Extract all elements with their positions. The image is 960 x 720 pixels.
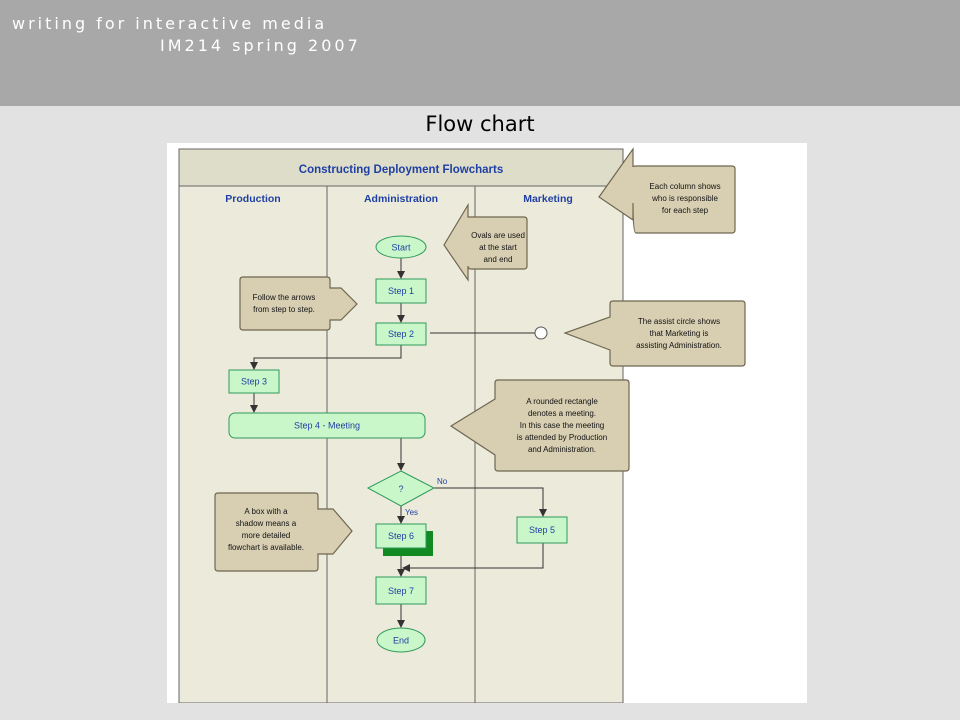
callout-meeting-line: In this case the meeting xyxy=(520,421,605,430)
callout-shadow xyxy=(214,492,353,572)
decision-label: ? xyxy=(398,484,403,494)
callout-assist-line: assisting Administration. xyxy=(636,341,722,350)
callout-meeting-line: A rounded rectangle xyxy=(526,397,598,406)
course-code-term: IM214 spring 2007 xyxy=(160,36,361,55)
diagram-title-bar xyxy=(178,148,624,187)
step7-label: Step 7 xyxy=(388,586,414,596)
arrow-decision-no-to-step5 xyxy=(434,487,547,517)
assist-circle xyxy=(534,326,548,340)
edge-label-no: No xyxy=(437,477,448,486)
lane-header-administration: Administration xyxy=(364,193,438,205)
callout-shadow-line: flowchart is available. xyxy=(228,543,304,552)
callout-arrows-line: Follow the arrows xyxy=(253,293,316,302)
edge-label-yes: Yes xyxy=(405,508,418,517)
lane-header-marketing: Marketing xyxy=(523,193,573,205)
step5-label: Step 5 xyxy=(529,525,555,535)
callout-shadow-line: A box with a xyxy=(244,507,288,516)
flowchart-panel: Constructing Deployment Flowcharts Produ… xyxy=(167,143,807,703)
callout-meeting-line: is attended by Production xyxy=(517,433,607,442)
end-label: End xyxy=(393,636,409,646)
callout-columns-line: for each step xyxy=(662,206,709,215)
callout-shadow-line: shadow means a xyxy=(236,519,297,528)
step6-box xyxy=(375,523,427,549)
callout-ovals-line: and end xyxy=(484,255,513,264)
course-title: writing for interactive media xyxy=(12,14,328,33)
arrow-step5-to-step7 xyxy=(402,543,544,572)
callout-arrows-line: from step to step. xyxy=(253,305,315,314)
callout-meeting xyxy=(449,379,630,472)
callout-columns xyxy=(598,147,736,234)
step1-label: Step 1 xyxy=(388,286,414,296)
callout-meeting-line: and Administration. xyxy=(528,445,596,454)
callout-ovals-line: Ovals are used xyxy=(471,231,525,240)
callout-meeting-line: denotes a meeting. xyxy=(528,409,596,418)
deployment-flowchart: Constructing Deployment Flowcharts Produ… xyxy=(178,147,746,703)
diagram-title: Constructing Deployment Flowcharts xyxy=(299,164,503,176)
slide-header-banner: writing for interactive media IM214 spri… xyxy=(0,0,960,106)
step2-box xyxy=(375,322,427,346)
lane-header-production: Production xyxy=(225,193,280,205)
callout-ovals xyxy=(443,202,528,282)
step1-box xyxy=(375,278,427,304)
callout-shadow-line: more detailed xyxy=(242,531,290,540)
step4-label: Step 4 - Meeting xyxy=(294,421,360,431)
callout-ovals-line: at the start xyxy=(479,243,518,252)
step3-label: Step 3 xyxy=(241,377,267,387)
step3-box xyxy=(228,369,280,394)
callout-columns-line: who is responsible xyxy=(651,194,718,203)
step5-box xyxy=(516,516,568,544)
callout-assist xyxy=(563,300,746,367)
step6-label: Step 6 xyxy=(388,531,414,541)
start-label: Start xyxy=(391,243,411,253)
callout-arrows xyxy=(239,276,358,331)
step7-box xyxy=(375,576,427,605)
slide-title: Flow chart xyxy=(425,112,535,136)
start-oval xyxy=(375,235,427,259)
callout-columns-line: Each column shows xyxy=(649,182,720,191)
callout-assist-line: The assist circle shows xyxy=(638,317,720,326)
callout-assist-line: that Marketing is xyxy=(650,329,709,338)
step2-label: Step 2 xyxy=(388,329,414,339)
end-oval xyxy=(376,627,426,653)
decision-diamond xyxy=(366,470,436,507)
arrow-step2-to-step3 xyxy=(250,345,402,370)
step4-meeting-box xyxy=(228,412,426,439)
